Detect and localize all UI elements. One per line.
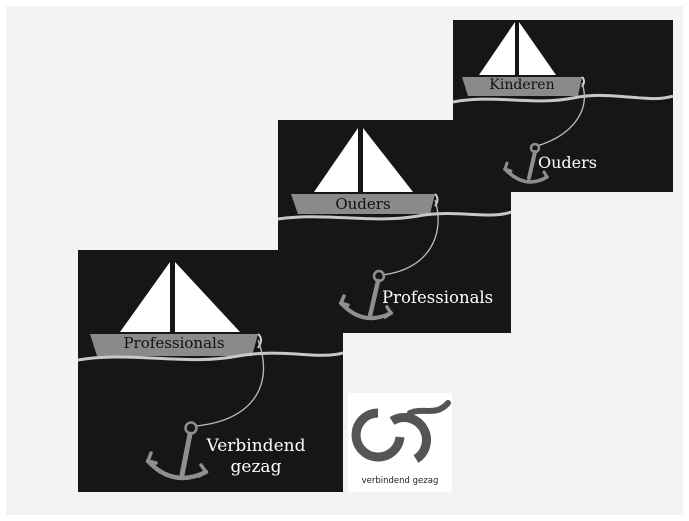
sail-left	[314, 128, 358, 192]
boat-label: Ouders	[291, 195, 435, 213]
anchor-label: Verbindend gezag	[196, 436, 316, 479]
boat-label: Professionals	[90, 334, 258, 352]
anchor-label-line1: Verbindend	[207, 436, 306, 456]
sail-left	[120, 262, 170, 332]
sail-left	[479, 22, 515, 75]
verbindend-gezag-logo: verbindend gezag	[348, 393, 452, 492]
boat-label: Kinderen	[462, 77, 582, 93]
anchor-label: Professionals	[382, 288, 493, 309]
logo-caption: verbindend gezag	[348, 476, 452, 486]
diagram-stage: Kinderen Ouders Ouders Professionals	[6, 6, 683, 515]
panel-kinderen: Kinderen Ouders	[453, 20, 673, 192]
sail-right	[363, 128, 413, 192]
sail-right	[519, 22, 556, 75]
anchor-label-line2: gezag	[231, 457, 282, 477]
water-line	[453, 95, 673, 102]
anchor-label: Ouders	[538, 153, 597, 173]
sail-right	[175, 262, 240, 332]
